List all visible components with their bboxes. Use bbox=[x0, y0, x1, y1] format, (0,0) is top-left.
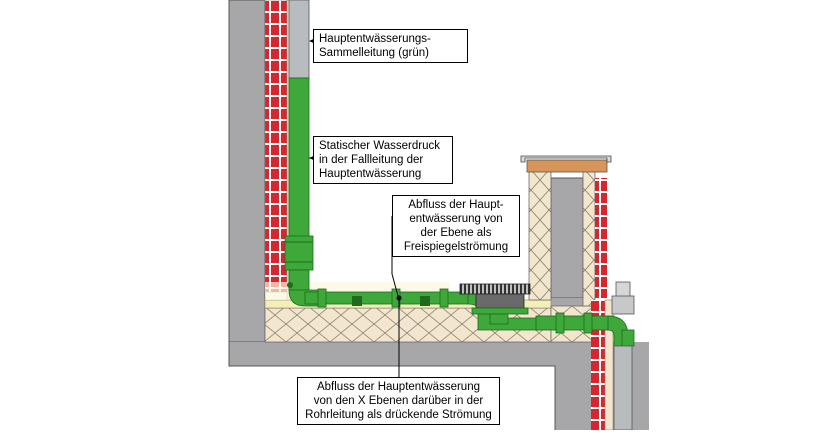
grey-downpipe-external bbox=[611, 281, 635, 431]
label-druckend-line-1: Abfluss der Hauptentwässerung bbox=[316, 381, 480, 393]
label-wasserdruck-line-3: Hauptentwässerung bbox=[319, 168, 422, 180]
label-druckend-line-2: von den X Ebenen darüber in der bbox=[313, 395, 484, 407]
label-sammelleitung-line-1: Hauptentwässerungs- bbox=[319, 33, 431, 45]
label-druckend: Abfluss der Hauptentwässerung von den X … bbox=[297, 377, 500, 425]
concrete-structure bbox=[228, 0, 649, 430]
leader-freispiegel-tip bbox=[391, 273, 399, 297]
parapet bbox=[520, 155, 612, 307]
label-freispiegel: Abfluss der Haupt- entwässerung von der … bbox=[392, 195, 520, 257]
green-downpipe bbox=[284, 77, 321, 307]
label-freispiegel-line-4: Freispiegelströmung bbox=[403, 241, 509, 253]
label-freispiegel-line-3: der Ebene als bbox=[420, 227, 492, 239]
label-sammelleitung: Hauptentwässerungs- Sammelleitung (grün) bbox=[313, 29, 468, 63]
grey-downpipe-upper bbox=[288, 0, 310, 79]
label-sammelleitung-line-2: Sammelleitung (grün) bbox=[319, 47, 429, 59]
label-freispiegel-line-2: entwässerung von bbox=[409, 213, 503, 225]
roof-drain bbox=[459, 283, 531, 325]
label-freispiegel-line-1: Abfluss der Haupt- bbox=[408, 199, 504, 211]
label-wasserdruck-line-2: in der Fallleitung der bbox=[319, 154, 424, 166]
label-wasserdruck: Statischer Wasserdruck in der Fallleitun… bbox=[313, 136, 453, 184]
label-wasserdruck-line-1: Statischer Wasserdruck bbox=[319, 140, 440, 152]
dot-druckend bbox=[396, 295, 402, 301]
label-druckend-line-3: Rohrleitung als drückende Strömung bbox=[305, 409, 492, 421]
